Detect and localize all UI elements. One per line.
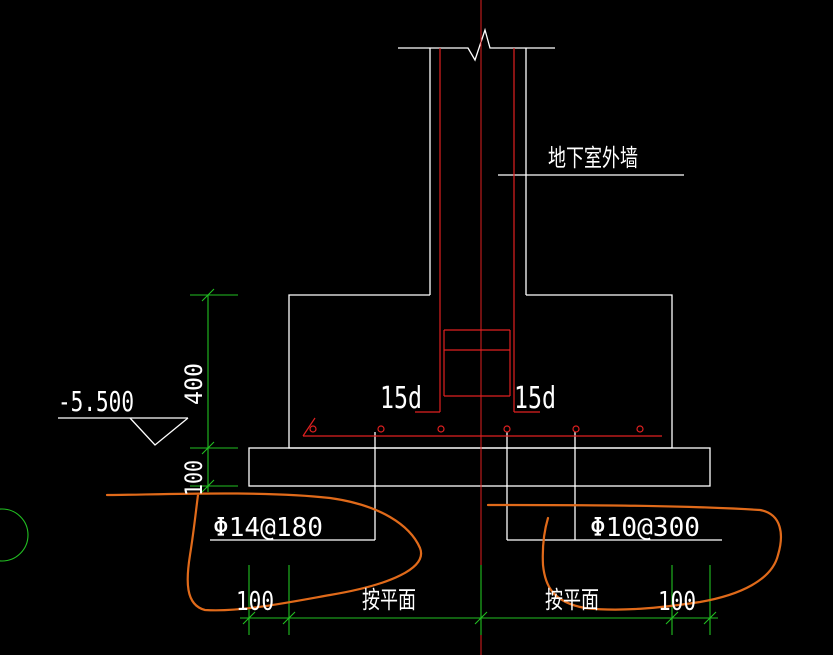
markup-stroke-left [105, 492, 423, 612]
rebar-dot [377, 425, 385, 433]
wall-break-line [398, 27, 555, 62]
orange-markup [105, 492, 782, 612]
rebar-lines [302, 0, 662, 655]
dim-right-offset-label: 100 [658, 587, 696, 617]
dim-right-span-label: 按平面 [545, 586, 599, 614]
rebar-left-label: Φ14@180 [213, 513, 323, 543]
horizontal-dim-tick [282, 611, 296, 625]
dimension-lines [0, 288, 718, 635]
rebar-dot [437, 425, 445, 433]
rebar-dot [309, 425, 317, 433]
elevation-label: -5.500 [58, 385, 134, 418]
horizontal-dim-tick [703, 611, 717, 625]
cushion-layer [248, 447, 711, 487]
horizontal-dim-tick [665, 611, 679, 625]
axis-bubble [0, 508, 29, 562]
rebar-dot [636, 425, 644, 433]
bottom-rebar-hook [302, 417, 316, 437]
vertical-dim-tick-top [201, 288, 215, 302]
elevation-triangle [129, 417, 189, 446]
dim-footing-height-label: 400 [180, 363, 208, 405]
anchor-right-label: 15d [514, 381, 556, 416]
horizontal-dim-tick [474, 611, 488, 625]
rebar-right-label: Φ10@300 [590, 513, 700, 543]
concrete-outline [58, 27, 722, 541]
dim-left-offset-label: 100 [236, 587, 274, 617]
markup-stroke-right [486, 503, 782, 611]
vertical-dim-tick-mid [201, 441, 215, 455]
horizontal-dim-tick [242, 611, 256, 625]
dim-left-span-label: 按平面 [362, 586, 416, 614]
rebar-dot [503, 425, 511, 433]
anchor-left-label: 15d [380, 381, 422, 416]
wall-name-label: 地下室外墙 [548, 144, 638, 172]
rebar-dot [572, 425, 580, 433]
dim-cushion-height-label: 100 [180, 460, 208, 496]
vertical-dim-tick-bot [201, 479, 215, 493]
